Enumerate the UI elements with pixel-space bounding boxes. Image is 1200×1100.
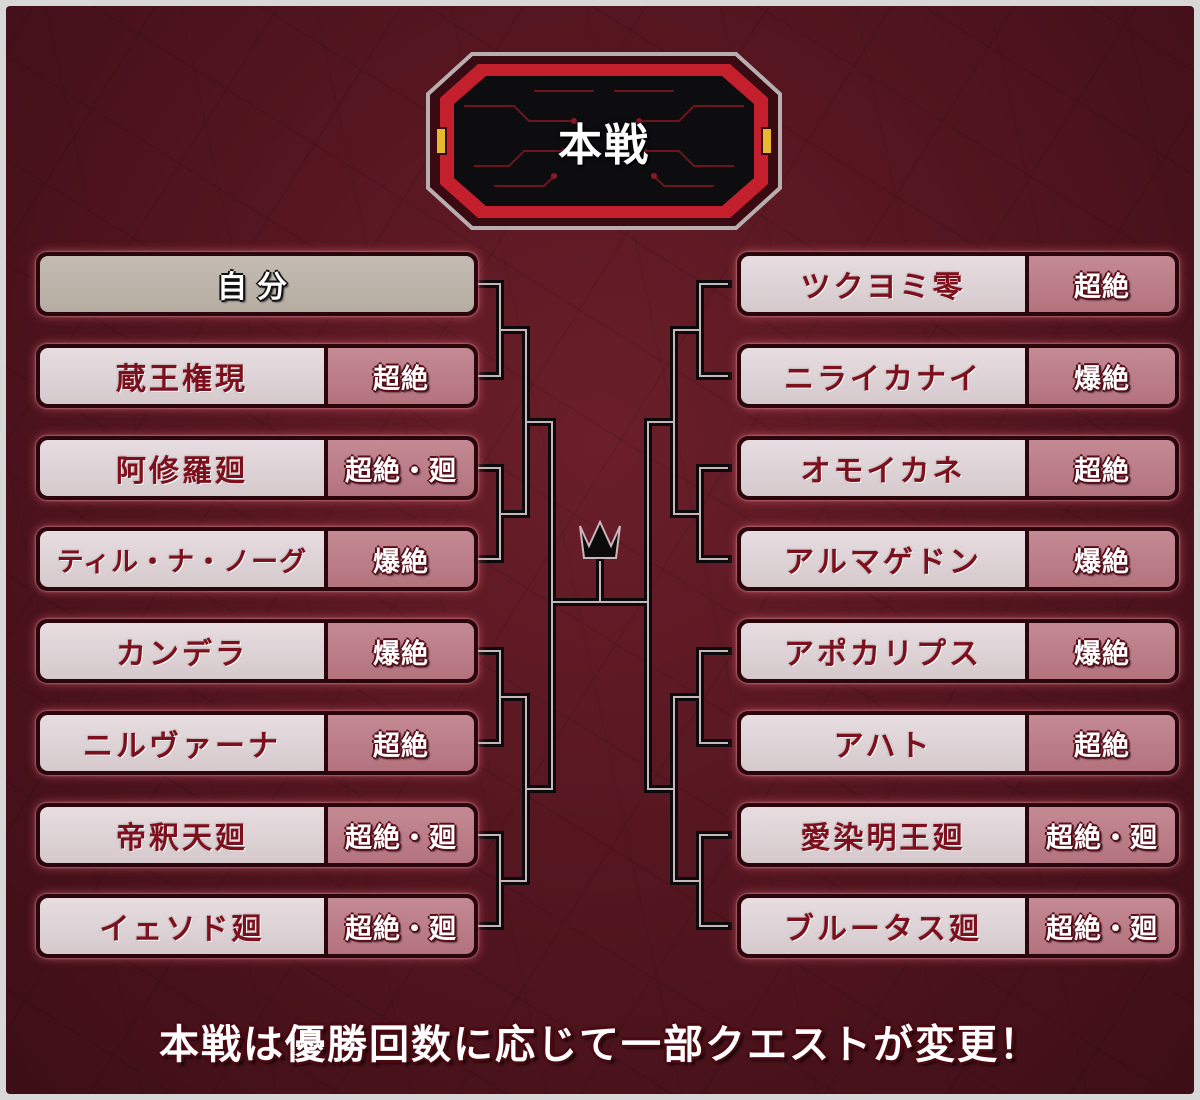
difficulty-tag: 爆絶	[1029, 348, 1175, 404]
entry-name: アポカリプス	[741, 623, 1025, 679]
difficulty-tag: 爆絶	[328, 531, 474, 587]
bracket-entry[interactable]: イェソド廻 超絶・廻	[36, 894, 478, 958]
entry-name: 帝釈天廻	[40, 807, 324, 863]
entry-name: 阿修羅廻	[40, 440, 324, 496]
bracket-entry[interactable]: 阿修羅廻 超絶・廻	[36, 436, 478, 500]
difficulty-tag: 超絶	[328, 348, 474, 404]
bracket-entry-self[interactable]: 自分	[36, 252, 478, 316]
tournament-bracket-panel: 本戦	[6, 6, 1194, 1094]
entry-name: イェソド廻	[40, 898, 324, 954]
entry-name: ニルヴァーナ	[40, 715, 324, 771]
entry-name: ニライカナイ	[741, 348, 1025, 404]
entry-name: ブルータス廻	[741, 898, 1025, 954]
entry-name: ティル・ナ・ノーグ	[40, 531, 324, 587]
difficulty-tag: 超絶	[1029, 715, 1175, 771]
entry-name: 蔵王権現	[40, 348, 324, 404]
bracket-lines	[468, 280, 732, 930]
difficulty-tag: 超絶・廻	[328, 807, 474, 863]
bracket-entry[interactable]: ツクヨミ零 超絶	[737, 252, 1179, 316]
entry-name: ツクヨミ零	[741, 256, 1025, 312]
page-title: 本戦	[558, 120, 650, 171]
entry-name: 愛染明王廻	[741, 807, 1025, 863]
entry-name: カンデラ	[40, 623, 324, 679]
difficulty-tag: 超絶	[328, 715, 474, 771]
bracket-entry[interactable]: 帝釈天廻 超絶・廻	[36, 803, 478, 867]
difficulty-tag: 超絶	[1029, 256, 1175, 312]
bracket-entry[interactable]: ニライカナイ 爆絶	[737, 344, 1179, 408]
bracket-entry[interactable]: ティル・ナ・ノーグ 爆絶	[36, 527, 478, 591]
difficulty-tag: 爆絶	[1029, 623, 1175, 679]
entry-name: アハト	[741, 715, 1025, 771]
difficulty-tag: 超絶・廻	[328, 898, 474, 954]
entry-name: アルマゲドン	[741, 531, 1025, 587]
crown-icon	[579, 519, 621, 559]
bracket-entry[interactable]: ブルータス廻 超絶・廻	[737, 894, 1179, 958]
difficulty-tag: 爆絶	[328, 623, 474, 679]
circuit-badge-icon	[426, 52, 782, 230]
bracket-entry[interactable]: オモイカネ 超絶	[737, 436, 1179, 500]
bracket-entry[interactable]: アルマゲドン 爆絶	[737, 527, 1179, 591]
difficulty-tag: 超絶・廻	[1029, 898, 1175, 954]
entry-name: 自分	[40, 256, 474, 312]
entry-name: オモイカネ	[741, 440, 1025, 496]
bracket-entry[interactable]: アハト 超絶	[737, 711, 1179, 775]
bracket-entry[interactable]: ニルヴァーナ 超絶	[36, 711, 478, 775]
difficulty-tag: 爆絶	[1029, 531, 1175, 587]
difficulty-tag: 超絶・廻	[328, 440, 474, 496]
difficulty-tag: 超絶・廻	[1029, 807, 1175, 863]
footer-note: 本戦は優勝回数に応じて一部クエストが変更！	[159, 1022, 1041, 1068]
bracket-entry[interactable]: 愛染明王廻 超絶・廻	[737, 803, 1179, 867]
bracket-entry[interactable]: アポカリプス 爆絶	[737, 619, 1179, 683]
difficulty-tag: 超絶	[1029, 440, 1175, 496]
bracket-entry[interactable]: カンデラ 爆絶	[36, 619, 478, 683]
title-badge: 本戦	[424, 46, 784, 236]
bracket-entry[interactable]: 蔵王権現 超絶	[36, 344, 478, 408]
